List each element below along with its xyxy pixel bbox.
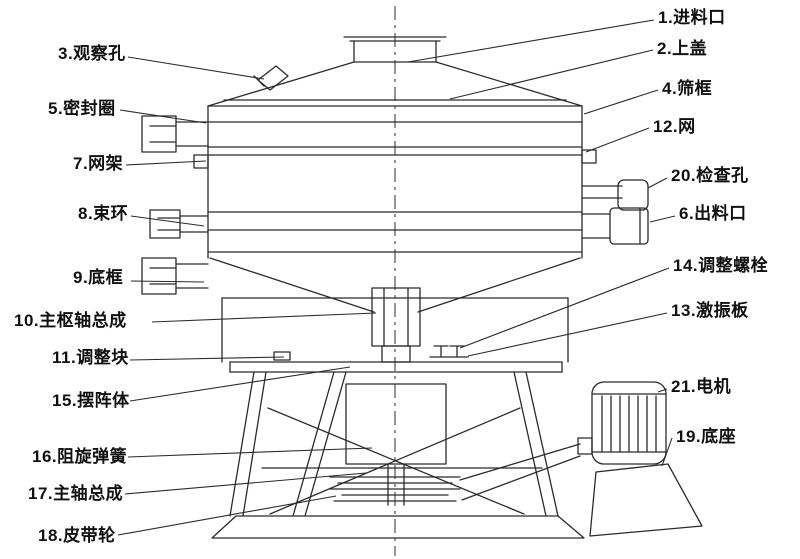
- adjust-bolt-part: [429, 345, 469, 358]
- feed-inlet-part: [343, 36, 447, 63]
- label-inspection-hole: 20.检查孔: [671, 166, 749, 185]
- leader-adjust-block: [129, 356, 285, 361]
- leader-lines: [117, 19, 676, 536]
- label-main-shaft-assembly: 17.主轴总成: [28, 484, 124, 503]
- base-part: [211, 463, 703, 539]
- main-shaft-part: [387, 463, 405, 506]
- label-seal-ring: 5.密封圈: [48, 99, 116, 118]
- stand-legs-part: [229, 371, 559, 517]
- label-adjust-bolt: 14.调整螺栓: [673, 256, 769, 275]
- bottom-drum-part: [221, 297, 569, 363]
- spring-basket-part: [345, 383, 447, 465]
- bottom-frame-clamp-part: [141, 257, 209, 295]
- label-base: 19.底座: [676, 427, 737, 446]
- clamp-ring-part: [149, 209, 209, 239]
- leader-base: [661, 437, 673, 467]
- leader-sieve-frame: [583, 89, 659, 115]
- leader-excitation-plate: [467, 312, 668, 357]
- inspection-port-part: [581, 179, 649, 211]
- label-excitation-plate: 13.激振板: [671, 301, 749, 320]
- outlet-part: [581, 207, 649, 245]
- label-main-pivot-assembly: 10.主枢轴总成: [14, 311, 127, 330]
- belt-pulley-part: [329, 476, 461, 502]
- label-damping-spring: 16.阻旋弹簧: [32, 447, 128, 466]
- leader-mesh-frame: [125, 160, 207, 166]
- label-top-cover: 2.上盖: [657, 39, 708, 58]
- label-outlet: 6.出料口: [679, 204, 747, 223]
- sieve-body-rings: [207, 105, 583, 259]
- label-vibrating-body: 15.摆阵体: [52, 391, 130, 410]
- leader-outlet: [649, 215, 676, 223]
- label-mesh: 12.网: [653, 117, 696, 136]
- adjust-block-part: [273, 351, 291, 361]
- leader-motor: [657, 388, 668, 393]
- label-observation-hole: 3.观察孔: [58, 44, 126, 63]
- leader-belt-pulley: [117, 495, 337, 536]
- leader-bottom-frame: [130, 280, 205, 283]
- leader-adjust-bolt: [459, 267, 670, 349]
- leader-clamp-ring: [130, 215, 205, 227]
- motor-part: [459, 381, 667, 501]
- excitation-plate-part: [229, 361, 563, 373]
- leader-inspection-hole: [647, 177, 668, 189]
- leader-damping-spring: [127, 447, 373, 458]
- label-bottom-frame: 9.底框: [73, 268, 124, 287]
- top-cover-part: [207, 61, 583, 107]
- label-motor: 21.电机: [671, 377, 732, 396]
- label-mesh-frame: 7.网架: [73, 154, 124, 173]
- lower-cone-part: [209, 257, 581, 313]
- label-clamp-ring: 8.束环: [78, 204, 129, 223]
- leader-seal-ring: [119, 109, 207, 124]
- leader-mesh: [585, 127, 650, 153]
- label-belt-pulley: 18.皮带轮: [38, 526, 116, 545]
- leader-vibrating-body: [129, 366, 351, 402]
- label-adjust-block: 11.调整块: [52, 348, 129, 367]
- main-pivot-assembly-part: [371, 287, 421, 363]
- leader-main-shaft-assembly: [124, 472, 367, 495]
- leader-observation-hole: [127, 56, 265, 80]
- leader-top-cover: [449, 49, 654, 100]
- leader-feed-inlet: [407, 19, 655, 63]
- label-feed-inlet: 1.进料口: [658, 8, 726, 27]
- leader-main-pivot-assembly: [151, 312, 377, 323]
- label-sieve-frame: 4.筛框: [662, 79, 713, 98]
